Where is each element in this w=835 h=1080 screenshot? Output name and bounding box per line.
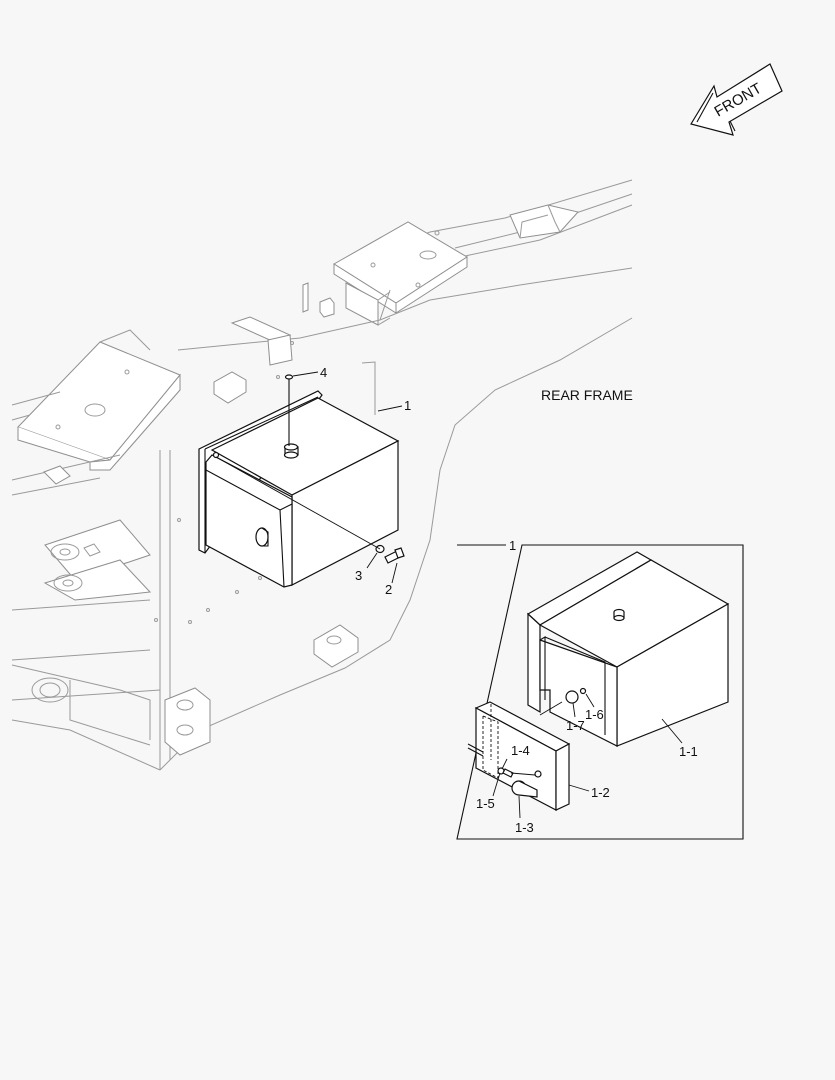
callout-2: 2: [385, 582, 392, 597]
rear-frame-drawing: [11, 179, 633, 771]
callout-1-5: 1-5: [476, 796, 495, 811]
front-arrow: FRONT: [690, 63, 783, 136]
detail-view: 1: [456, 538, 744, 840]
callout-4: 4: [320, 365, 327, 380]
callout-1: 1: [404, 398, 411, 413]
main-leaders: [292, 371, 403, 584]
callout-1-7: 1-7: [566, 718, 585, 733]
callout-1-1: 1-1: [679, 744, 698, 759]
rear-frame-label: REAR FRAME: [541, 387, 633, 403]
callout-1-3: 1-3: [515, 820, 534, 835]
toolbox-assembly: [198, 374, 405, 588]
callout-3: 3: [355, 568, 362, 583]
callout-1-6: 1-6: [585, 707, 604, 722]
callout-1-4: 1-4: [511, 743, 530, 758]
callout-1-2: 1-2: [591, 785, 610, 800]
detail-title: 1: [509, 538, 516, 553]
